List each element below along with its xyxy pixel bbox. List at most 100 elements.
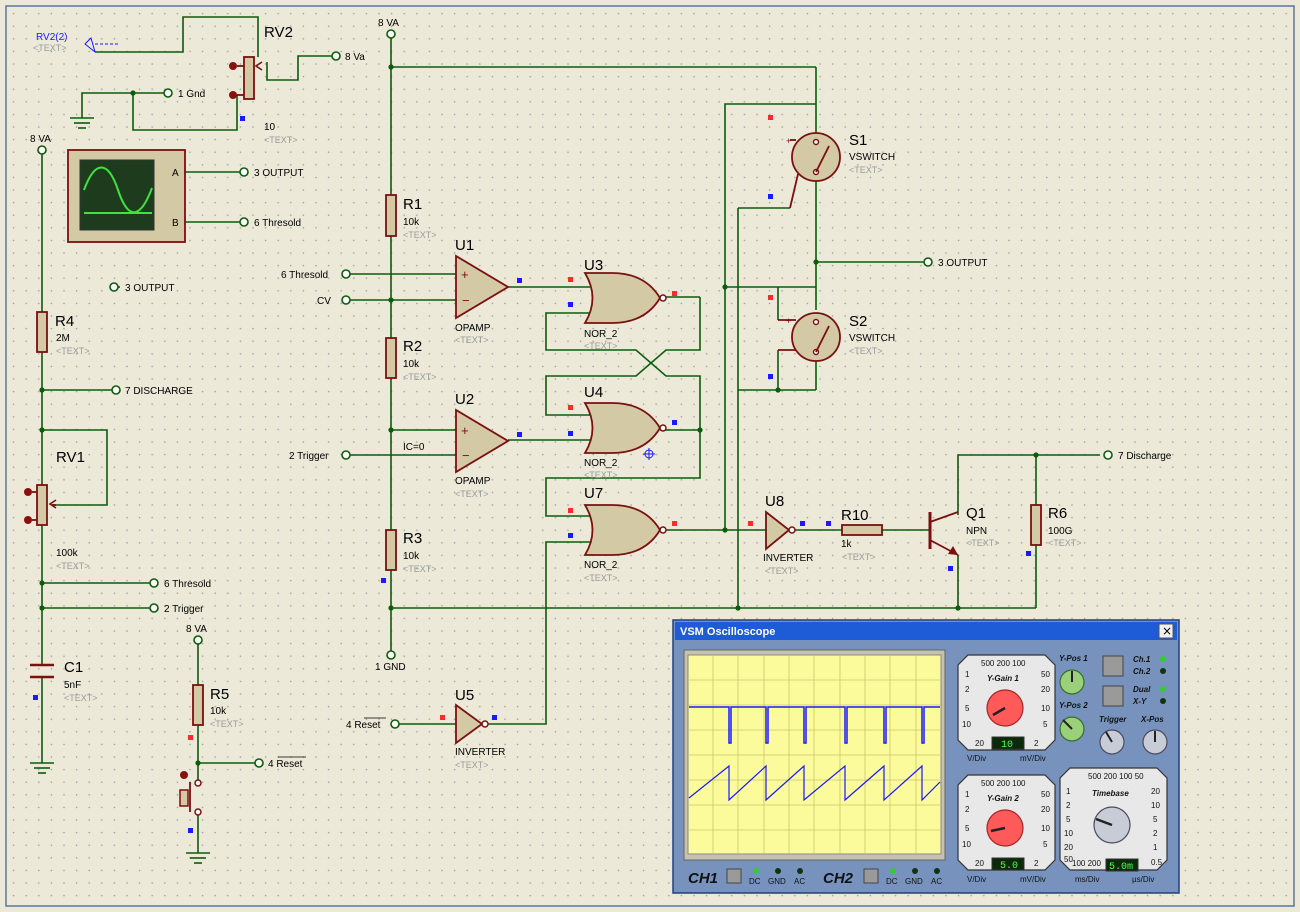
ch2-invert-button[interactable] [863, 868, 879, 884]
close-button[interactable] [1158, 623, 1174, 639]
ch2-trace [688, 764, 941, 802]
u7-ref: U7 [584, 485, 603, 502]
resistor-r4[interactable]: R4 2M <TEXT> [36, 311, 90, 356]
potentiometer-rv2[interactable]: RV2 10 <TEXT> [229, 24, 298, 145]
potentiometer-rv1[interactable]: RV1 100k <TEXT> [24, 449, 90, 571]
timebase-value: 5.0m [1109, 862, 1133, 873]
u4-value: NOR_2 [584, 458, 618, 469]
svg-text:50: 50 [1041, 790, 1050, 799]
s1-ref: S1 [849, 132, 867, 149]
resistor-r10[interactable]: R10 1k <TEXT> [826, 507, 883, 562]
vcc-label-left: 8 VA [30, 134, 51, 145]
dual-led-label: Dual [1133, 685, 1151, 694]
mode-select-button[interactable] [1102, 685, 1124, 707]
window-title: VSM Oscilloscope [680, 626, 775, 638]
switch-s1[interactable]: + S1 VSWITCH <TEXT> [768, 115, 895, 209]
rv1-value: 100k [56, 548, 79, 559]
resistor-r6[interactable]: R6 100G <TEXT> [1026, 504, 1082, 556]
ygain1-top-scale: 500 200 100 [981, 659, 1026, 668]
svg-text:20: 20 [1151, 787, 1160, 796]
r5-value: 10k [210, 706, 227, 717]
resistor-r1[interactable]: R1 10k <TEXT> [385, 194, 437, 240]
q1-value: NPN [966, 526, 987, 537]
nor-gate-u7[interactable]: U7 NOR_2 <TEXT> [568, 485, 677, 583]
svg-text:1: 1 [1153, 843, 1158, 852]
inverter-u5[interactable]: U5 INVERTER <TEXT> [440, 687, 505, 770]
ch1-gnd-led[interactable] [775, 868, 781, 874]
svg-text:20: 20 [1064, 843, 1073, 852]
channel-select-button[interactable] [1102, 655, 1124, 677]
rv2-text: <TEXT> [264, 135, 298, 145]
xy-led-label: X-Y [1132, 697, 1147, 706]
resistor-r5[interactable]: R5 10k <TEXT> [188, 684, 244, 740]
ch2-led [1160, 668, 1166, 674]
svg-text:2: 2 [1066, 801, 1071, 810]
wires [41, 16, 1100, 853]
ch1-ac-label: AC [794, 877, 805, 886]
u7-text: <TEXT> [584, 573, 618, 583]
u1-text: <TEXT> [455, 335, 489, 345]
u3-text: <TEXT> [584, 341, 618, 351]
discharge-label-left: 7 DISCHARGE [125, 386, 193, 397]
reset-pushbutton[interactable] [179, 771, 202, 833]
ch1-dc-label: DC [749, 877, 761, 886]
capacitor-c1[interactable]: C1 5nF <TEXT> [30, 659, 98, 703]
timebase-left-scale: 1 2 5 10 20 50 [1064, 787, 1073, 864]
svg-text:0.5: 0.5 [1151, 858, 1163, 867]
timebase-right-scale: 20 10 5 2 1 0.5 [1151, 787, 1163, 867]
scope-symbol-b: B [172, 218, 179, 229]
scope-screen[interactable] [687, 654, 942, 855]
resistor-r2[interactable]: R2 10k <TEXT> [385, 337, 437, 382]
voltage-probe[interactable]: RV2(2) <TEXT> [33, 32, 120, 53]
r10-text: <TEXT> [842, 552, 876, 562]
r3-text: <TEXT> [403, 564, 437, 574]
svg-text:−: − [462, 448, 470, 463]
ch2-gnd-led[interactable] [912, 868, 918, 874]
vsm-oscilloscope-window[interactable]: VSM Oscilloscope × CH1 DC GND AC CH [672, 619, 1180, 894]
ch1-trace [689, 706, 940, 744]
r5-ref: R5 [210, 686, 229, 703]
c1-text: <TEXT> [64, 693, 98, 703]
trigger-label: Trigger [1099, 715, 1127, 724]
ground-symbols [30, 117, 210, 864]
u8-ref: U8 [765, 493, 784, 510]
u2-text: <TEXT> [455, 489, 489, 499]
ch2-dc-led[interactable] [890, 868, 896, 874]
opamp-u2[interactable]: + − U2 OPAMP <TEXT> [455, 391, 522, 499]
resistor-r3[interactable]: R3 10k <TEXT> [381, 529, 437, 583]
scope-symbol-a: A [172, 168, 179, 179]
timebase-top-scale: 500 200 100 50 [1088, 772, 1144, 781]
ch1-invert-button[interactable] [726, 868, 742, 884]
ygain1-panel: 500 200 100 Y-Gain 1 1 2 5 10 20 50 20 1… [957, 654, 1056, 763]
ygain1-label: Y-Gain 1 [987, 674, 1019, 683]
window-titlebar[interactable] [675, 622, 1177, 640]
svg-text:+: + [786, 136, 791, 146]
r1-value: 10k [403, 217, 420, 228]
switch-s2[interactable]: + S2 VSWITCH <TEXT> [768, 287, 895, 390]
transistor-q1[interactable]: Q1 NPN <TEXT> [928, 505, 1000, 571]
c1-ref: C1 [64, 659, 83, 676]
inverter-u8[interactable]: U8 INVERTER <TEXT> [748, 493, 813, 576]
svg-text:+: + [461, 267, 469, 282]
svg-text:10: 10 [1064, 829, 1073, 838]
ch1-dc-led[interactable] [753, 868, 759, 874]
trigger-label-left: 2 Trigger [164, 604, 204, 615]
svg-text:5: 5 [1153, 815, 1158, 824]
oscilloscope-symbol[interactable]: A B [67, 149, 186, 243]
svg-text:10: 10 [1041, 704, 1050, 713]
opamp-u1[interactable]: + − U1 OPAMP <TEXT> [455, 237, 522, 345]
r2-value: 10k [403, 359, 420, 370]
r3-value: 10k [403, 551, 420, 562]
svg-text:1: 1 [1066, 787, 1071, 796]
output-label-right: 3 OUTPUT [938, 258, 987, 269]
q1-ref: Q1 [966, 505, 986, 522]
s2-ref: S2 [849, 313, 867, 330]
ch1-ac-led[interactable] [797, 868, 803, 874]
ypos1-label: Y-Pos 1 [1059, 654, 1088, 663]
nor-gate-u4[interactable]: U4 NOR_2 <TEXT> [568, 384, 677, 480]
ic-label: IC=0 [403, 442, 425, 453]
nor-gate-u3[interactable]: U3 NOR_2 <TEXT> [568, 257, 677, 351]
ygain1-left-scale: 1 2 5 10 20 [962, 670, 984, 748]
ch2-ac-led[interactable] [934, 868, 940, 874]
